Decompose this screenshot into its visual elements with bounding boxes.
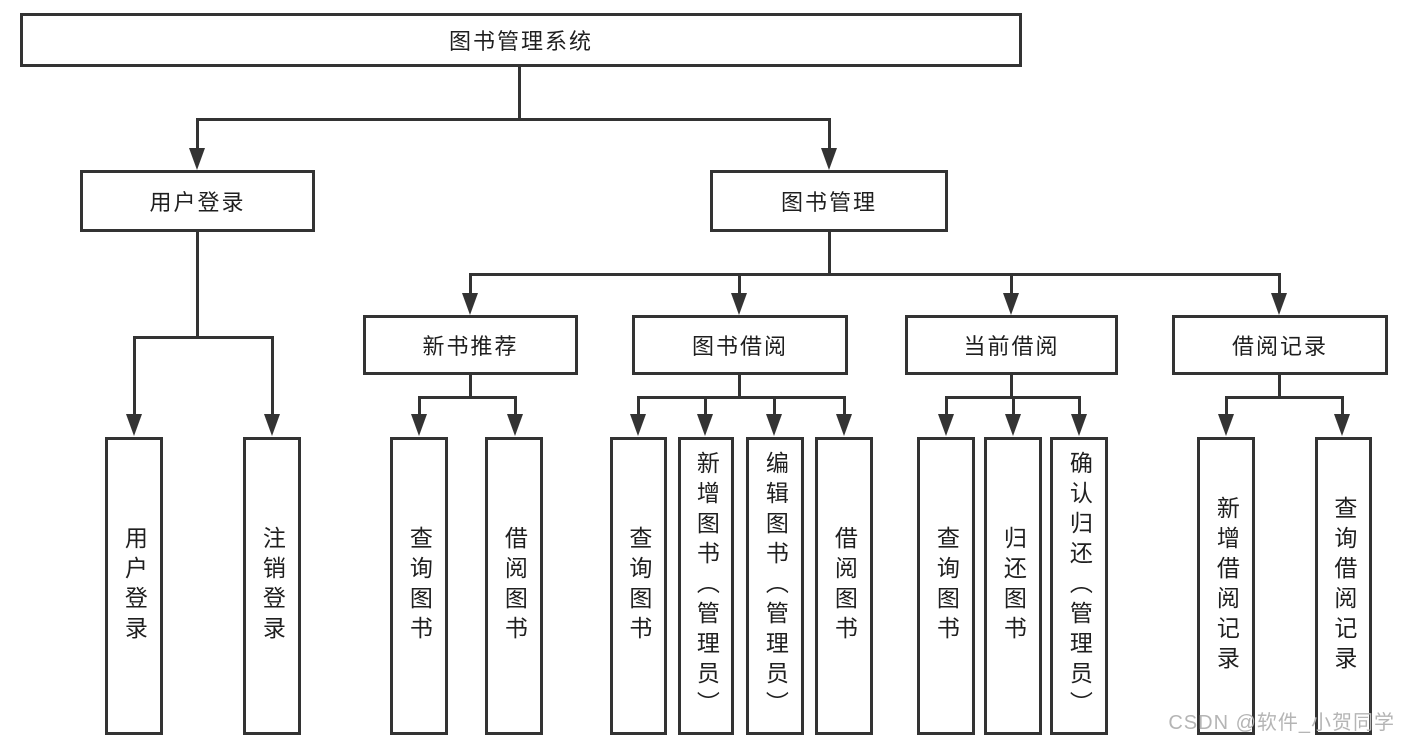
connector-to-leaf-logout [271,336,274,416]
connector-current-borrow-stem [1010,375,1013,399]
connector-book-borrow-stem [738,375,741,399]
leaf-recommend-borrow-books-label: 借阅图书 [501,526,528,646]
leaf-logout: 注销登录 [243,437,301,735]
connector-leaf [843,396,846,416]
leaf-add-books-admin: 新增图书（管理员） [678,437,734,735]
connector-root-stem [518,67,521,120]
connector-to-book-borrow [738,273,741,295]
connector-borrow-records-stem [1278,375,1281,399]
connector-to-current-borrow [1010,273,1013,295]
connector-leaf [1078,396,1081,416]
connector-book-borrow-branch [637,396,845,399]
connector-to-borrow-records [1278,273,1281,295]
connector-leaf [773,396,776,416]
node-user-login-group: 用户登录 [80,170,315,232]
connector-to-book-management-stem [828,118,831,150]
leaf-borrow-query-books-label: 查询图书 [625,526,652,646]
leaf-return-books-label: 归还图书 [1000,526,1027,646]
leaf-add-borrow-record: 新增借阅记录 [1197,437,1255,735]
connector-user-login-stem [196,232,199,338]
connector-book-management-branch [469,273,1281,276]
node-book-borrow-label: 图书借阅 [691,334,788,359]
connector-leaf [1341,396,1344,416]
arrow-down-icon [731,293,747,315]
arrow-down-icon [1005,414,1021,436]
arrow-down-icon [697,414,713,436]
arrow-down-icon [507,414,523,436]
connector-leaf [945,396,948,416]
arrow-down-icon [264,414,280,436]
node-new-book-recommend-label: 新书推荐 [422,334,519,359]
node-borrow-records: 借阅记录 [1172,315,1388,375]
leaf-query-borrow-record: 查询借阅记录 [1315,437,1372,735]
node-root-system-label: 图书管理系统 [448,29,593,54]
leaf-recommend-query-books-label: 查询图书 [406,526,433,646]
leaf-borrow-books: 借阅图书 [815,437,873,735]
node-book-management-group-label: 图书管理 [780,190,877,215]
node-book-management-group: 图书管理 [710,170,948,232]
arrow-down-icon [821,148,837,170]
leaf-return-books: 归还图书 [984,437,1042,735]
leaf-edit-books-admin-label: 编辑图书（管理员） [762,451,789,721]
arrow-down-icon [766,414,782,436]
leaf-add-books-admin-label: 新增图书（管理员） [693,451,720,721]
node-current-borrow: 当前借阅 [905,315,1118,375]
arrow-down-icon [462,293,478,315]
arrow-down-icon [1218,414,1234,436]
leaf-confirm-return-admin-label: 确认归还（管理员） [1066,451,1093,721]
connector-user-login-branch [133,336,274,339]
leaf-query-borrow-record-label: 查询借阅记录 [1330,496,1357,676]
leaf-current-query-books: 查询图书 [917,437,975,735]
leaf-logout-label: 注销登录 [259,526,286,646]
leaf-recommend-query-books: 查询图书 [390,437,448,735]
connector-book-management-stem [828,232,831,275]
connector-borrow-records-branch [1225,396,1343,399]
leaf-edit-books-admin: 编辑图书（管理员） [746,437,804,735]
connector-leaf [514,396,517,416]
connector-new-book-recommend-branch [418,396,517,399]
arrow-down-icon [938,414,954,436]
arrow-down-icon [836,414,852,436]
leaf-recommend-borrow-books: 借阅图书 [485,437,543,735]
csdn-watermark: CSDN @软件_小贺同学 [1168,712,1395,734]
node-user-login-group-label: 用户登录 [149,190,246,215]
arrow-down-icon [411,414,427,436]
connector-leaf [1012,396,1015,416]
node-root-system: 图书管理系统 [20,13,1022,67]
arrow-down-icon [1071,414,1087,436]
leaf-borrow-query-books: 查询图书 [610,437,667,735]
leaf-add-borrow-record-label: 新增借阅记录 [1213,496,1240,676]
node-borrow-records-label: 借阅记录 [1231,334,1328,359]
connector-new-book-recommend-stem [469,375,472,399]
arrow-down-icon [1271,293,1287,315]
connector-leaf [637,396,640,416]
connector-root-branch [196,118,831,121]
connector-leaf [418,396,421,416]
arrow-down-icon [189,148,205,170]
connector-to-user-login-stem [196,118,199,150]
connector-to-new-book-recommend [469,273,472,295]
arrow-down-icon [126,414,142,436]
node-current-borrow-label: 当前借阅 [963,334,1060,359]
node-new-book-recommend: 新书推荐 [363,315,578,375]
arrow-down-icon [1003,293,1019,315]
leaf-user-login-label: 用户登录 [121,526,148,646]
connector-to-leaf-user-login [133,336,136,416]
connector-leaf [1225,396,1228,416]
connector-leaf [704,396,707,416]
arrow-down-icon [1334,414,1350,436]
node-book-borrow: 图书借阅 [632,315,848,375]
leaf-current-query-books-label: 查询图书 [933,526,960,646]
leaf-user-login: 用户登录 [105,437,163,735]
arrow-down-icon [630,414,646,436]
leaf-borrow-books-label: 借阅图书 [831,526,858,646]
leaf-confirm-return-admin: 确认归还（管理员） [1050,437,1108,735]
